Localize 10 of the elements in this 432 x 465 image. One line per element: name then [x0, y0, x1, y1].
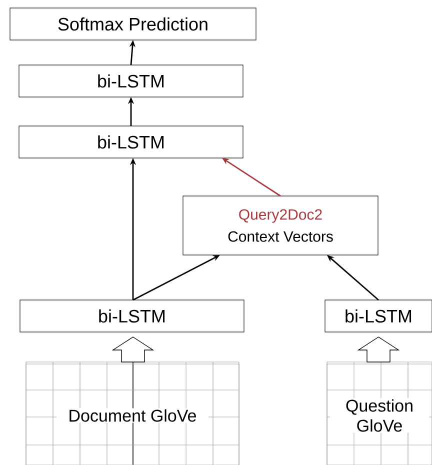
layer-box: bi-LSTM: [18, 64, 244, 98]
layer-box: bi-LSTM: [20, 300, 244, 332]
layer-box: Softmax Prediction: [10, 8, 256, 40]
block-arrow: [112, 336, 154, 362]
embedding-grid: Question GloVe: [326, 362, 432, 465]
block-arrow: [357, 336, 400, 362]
embedding-grid: Document GloVe: [26, 362, 240, 465]
context-box: Query2Doc2 Context Vectors: [182, 196, 378, 256]
layer-box: bi-LSTM: [18, 126, 244, 158]
layer-box: bi-LSTM: [324, 300, 432, 332]
